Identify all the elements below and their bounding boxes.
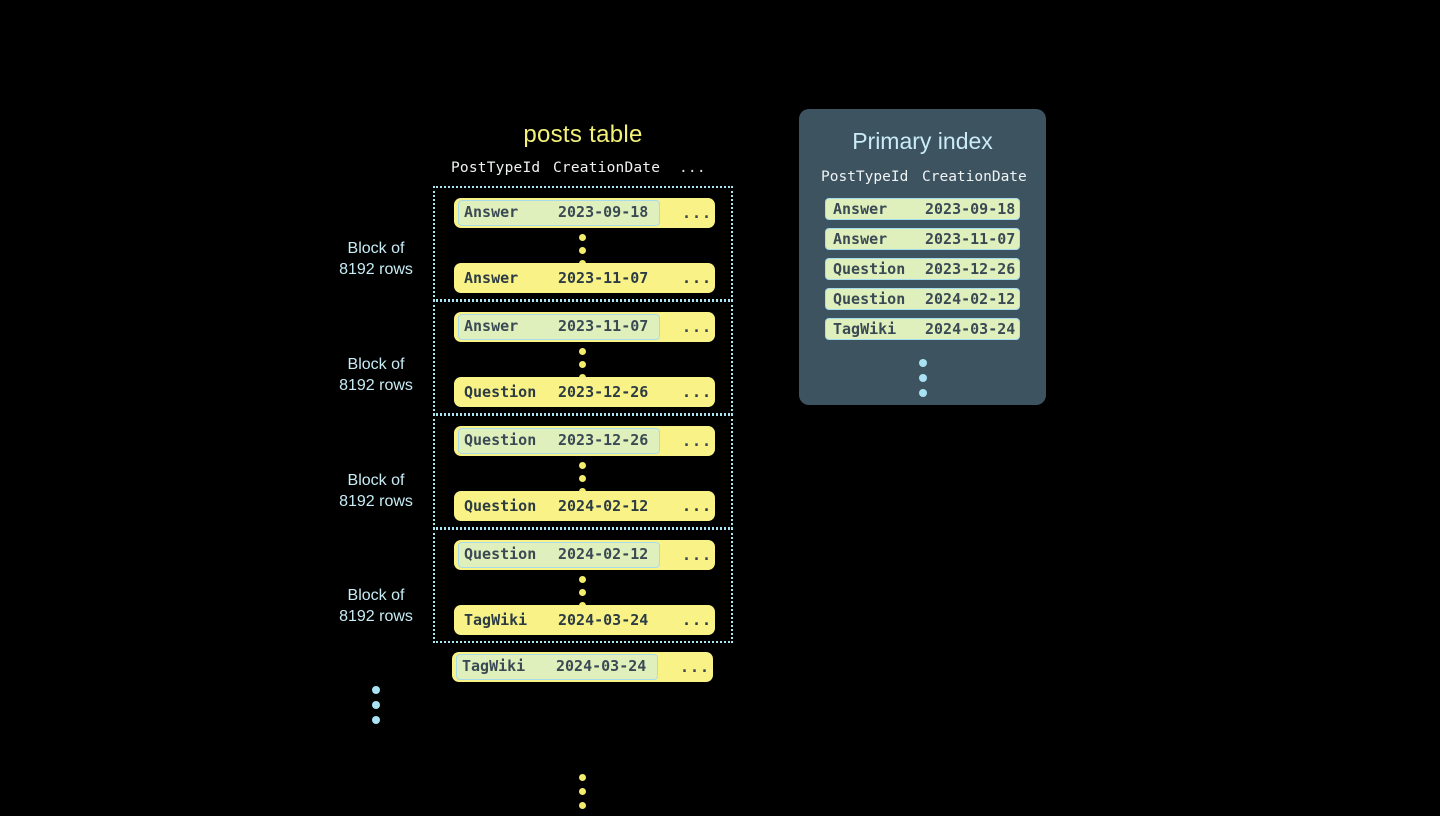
column-header-posttypeid: PostTypeId (821, 169, 909, 185)
posts-table-group: posts table PostTypeId CreationDate ... … (433, 118, 733, 809)
index-row: TagWiki 2024-03-24 (825, 318, 1020, 340)
index-row: Question 2023-12-26 (825, 258, 1020, 280)
cell-posttypeid: Answer (464, 269, 519, 287)
cell-more: ... (682, 611, 713, 629)
cell-creationdate: 2024-03-24 (925, 320, 1016, 338)
cell-more: ... (682, 546, 713, 564)
cell-creationdate: 2023-12-26 (558, 431, 649, 449)
cell-more: ... (682, 269, 713, 287)
cell-creationdate: 2023-09-18 (925, 200, 1016, 218)
primary-index-continuation-dots (918, 359, 927, 404)
cell-posttypeid: Answer (833, 230, 888, 248)
index-row: Answer 2023-11-07 (825, 228, 1020, 250)
table-row: Answer 2023-11-07 ... (454, 263, 715, 293)
table-row: TagWiki 2024-03-24 ... (454, 605, 715, 635)
block-label-line1: Block of (347, 472, 405, 489)
table-row: Answer 2023-11-07 ... (454, 312, 715, 342)
cell-more: ... (682, 204, 713, 222)
cell-more: ... (682, 383, 713, 401)
cell-more: ... (680, 658, 711, 676)
block-label-line2: 8192 rows (339, 261, 413, 278)
primary-index-column-headers: PostTypeId CreationDate (799, 169, 1046, 191)
cell-creationdate: 2024-03-24 (556, 657, 647, 675)
block-label-line1: Block of (347, 587, 405, 604)
block-3: Question 2023-12-26 ... Question 2024-02… (433, 414, 733, 529)
cell-posttypeid: TagWiki (464, 611, 528, 629)
cell-posttypeid: Question (464, 497, 537, 515)
row-index-key-highlight (458, 428, 660, 454)
blocks-continuation-dots (372, 686, 380, 731)
cell-posttypeid: TagWiki (833, 320, 897, 338)
block-label-line2: 8192 rows (339, 377, 413, 394)
posts-table-column-headers: PostTypeId CreationDate ... (433, 160, 733, 182)
cell-creationdate: 2023-12-26 (925, 260, 1016, 278)
index-row: Answer 2023-09-18 (825, 198, 1020, 220)
row-index-key-highlight (458, 542, 660, 568)
posts-table-title: posts table (523, 121, 643, 148)
row-index-key-highlight (458, 314, 660, 340)
primary-index-rows: Answer 2023-09-18 Answer 2023-11-07 Ques… (799, 198, 1046, 340)
block-label-2: Block of 8192 rows (301, 354, 451, 396)
cell-posttypeid: Question (464, 431, 537, 449)
cell-creationdate: 2024-02-12 (558, 545, 649, 563)
index-row: Question 2024-02-12 (825, 288, 1020, 310)
table-row: Question 2023-12-26 ... (454, 377, 715, 407)
table-row: Question 2024-02-12 ... (454, 540, 715, 570)
column-header-more: ... (679, 160, 706, 176)
cell-creationdate: 2023-09-18 (558, 203, 649, 221)
trailing-row-container: TagWiki 2024-03-24 ... (433, 652, 733, 682)
table-row: Question 2023-12-26 ... (454, 426, 715, 456)
cell-posttypeid: Question (833, 290, 906, 308)
cell-creationdate: 2023-12-26 (558, 383, 649, 401)
cell-more: ... (682, 432, 713, 450)
block-4: Question 2024-02-12 ... TagWiki 2024-03-… (433, 528, 733, 643)
cell-creationdate: 2024-03-24 (558, 611, 649, 629)
cell-creationdate: 2024-02-12 (925, 290, 1016, 308)
column-header-creationdate: CreationDate (922, 169, 1027, 185)
table-row: TagWiki 2024-03-24 ... (452, 652, 713, 682)
cell-creationdate: 2023-11-07 (925, 230, 1016, 248)
table-continuation-dots (579, 774, 587, 816)
cell-more: ... (682, 497, 713, 515)
column-header-posttypeid: PostTypeId (451, 160, 541, 176)
block-1: Answer 2023-09-18 ... Answer 2023-11-07 … (433, 186, 733, 301)
block-label-line2: 8192 rows (339, 608, 413, 625)
cell-posttypeid: Answer (833, 200, 888, 218)
cell-posttypeid: Answer (464, 203, 519, 221)
blocks-container: Answer 2023-09-18 ... Answer 2023-11-07 … (433, 186, 733, 809)
cell-posttypeid: Question (833, 260, 906, 278)
table-row: Question 2024-02-12 ... (454, 491, 715, 521)
block-label-line1: Block of (347, 240, 405, 257)
block-label-1: Block of 8192 rows (301, 238, 451, 280)
cell-creationdate: 2024-02-12 (558, 497, 649, 515)
cell-posttypeid: Question (464, 383, 537, 401)
primary-index-panel: Primary index PostTypeId CreationDate An… (799, 109, 1046, 405)
cell-posttypeid: Answer (464, 317, 519, 335)
cell-creationdate: 2023-11-07 (558, 317, 649, 335)
column-header-creationdate: CreationDate (553, 160, 661, 176)
cell-more: ... (682, 318, 713, 336)
block-label-line1: Block of (347, 356, 405, 373)
block-label-4: Block of 8192 rows (301, 585, 451, 627)
row-index-key-highlight (458, 200, 660, 226)
table-row: Answer 2023-09-18 ... (454, 198, 715, 228)
primary-index-title: Primary index (852, 128, 993, 154)
cell-creationdate: 2023-11-07 (558, 269, 649, 287)
cell-posttypeid: Question (464, 545, 537, 563)
block-2: Answer 2023-11-07 ... Question 2023-12-2… (433, 300, 733, 415)
block-label-3: Block of 8192 rows (301, 470, 451, 512)
row-index-key-highlight (456, 654, 658, 680)
cell-posttypeid: TagWiki (462, 657, 526, 675)
block-label-line2: 8192 rows (339, 493, 413, 510)
